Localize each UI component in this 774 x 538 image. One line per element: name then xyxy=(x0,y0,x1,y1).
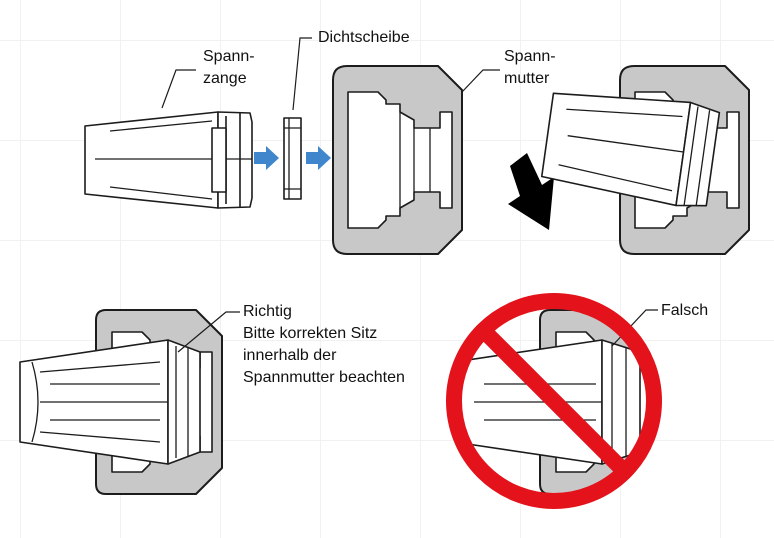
label-falsch: Falsch xyxy=(661,302,709,319)
arrow-right-icon xyxy=(306,146,331,170)
prohibition-icon xyxy=(446,293,662,509)
label-dichtscheibe: Dichtscheibe xyxy=(318,29,410,46)
label-richtig-hint-3: Spannmutter beachten xyxy=(243,369,405,386)
tilted-collet-assembly xyxy=(540,65,750,255)
collet-top xyxy=(84,111,253,209)
leader-spannzange xyxy=(161,69,196,109)
leader-dichtscheibe xyxy=(292,37,312,111)
arrow-right-icon xyxy=(254,146,279,170)
clamping-nut-top xyxy=(332,65,463,255)
leader-spannmutter xyxy=(461,69,500,93)
label-richtig-hint-2: innerhalb der xyxy=(243,347,337,364)
arrow-down-right-icon xyxy=(508,153,554,230)
label-spannmutter-1: Spann- xyxy=(504,48,556,65)
label-richtig-hint-1: Bitte korrekten Sitz xyxy=(243,325,378,342)
label-spannmutter-2: mutter xyxy=(504,70,550,87)
label-richtig: Richtig xyxy=(243,303,292,320)
label-spannzange-2: zange xyxy=(203,70,247,87)
label-spannzange-1: Spann- xyxy=(203,48,255,65)
sealing-disc xyxy=(283,117,302,200)
leader-richtig xyxy=(177,311,240,353)
correct-assembly xyxy=(19,309,223,495)
